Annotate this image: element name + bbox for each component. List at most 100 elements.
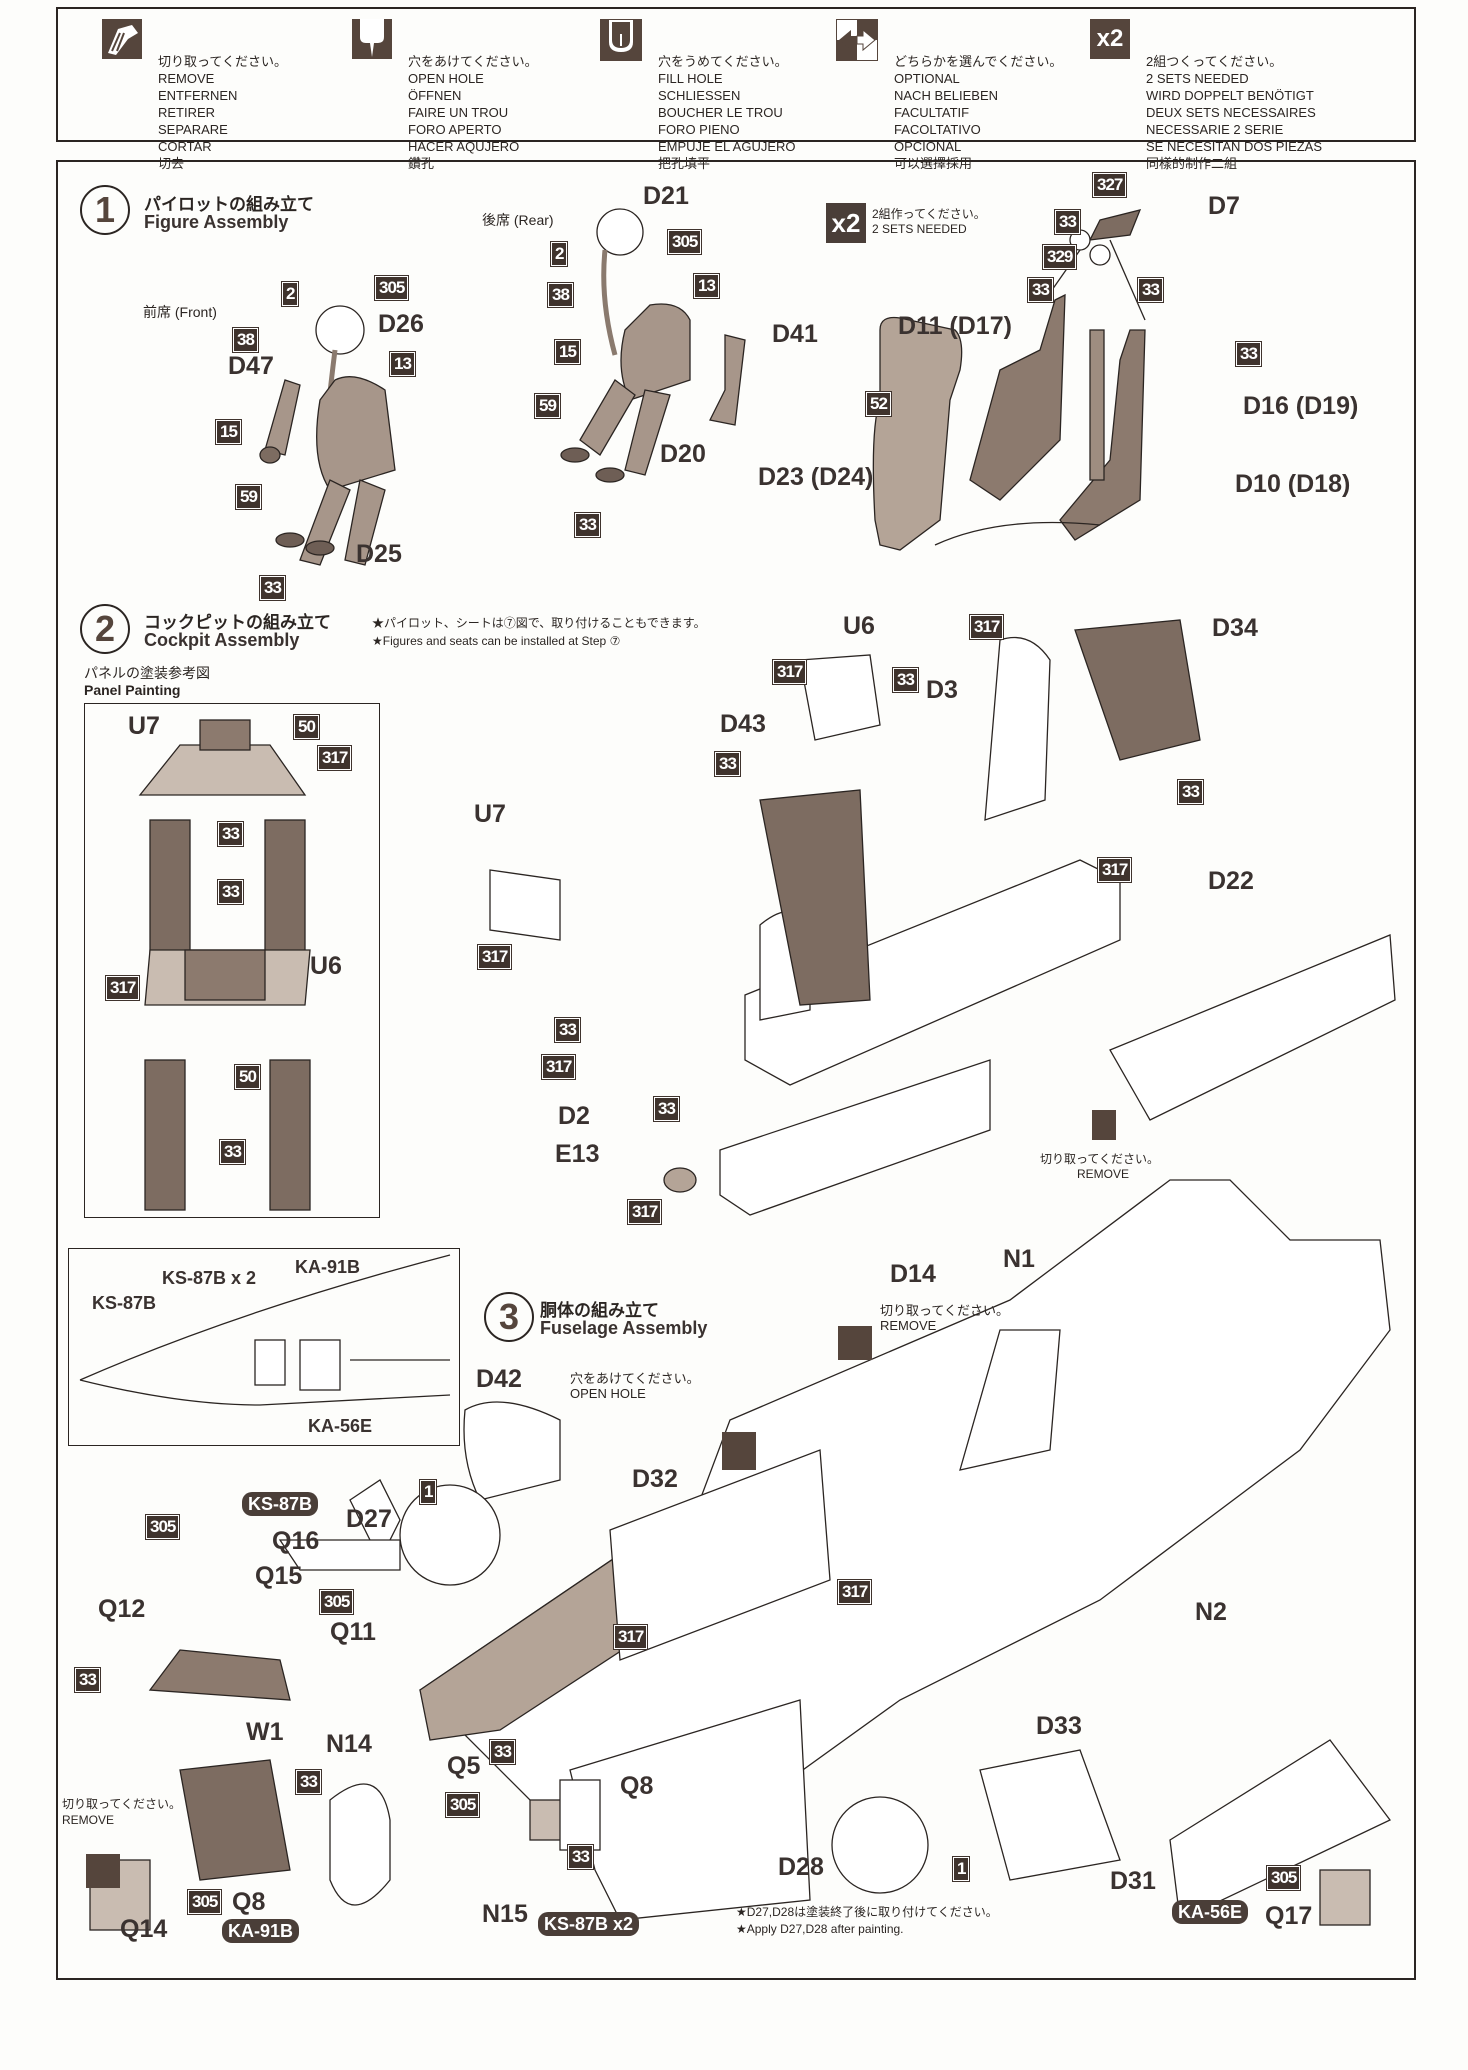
color-badge: 317 — [626, 1199, 663, 1225]
part-label: D33 — [1036, 1712, 1082, 1740]
camera-pill-ka91b: KA-91B — [222, 1919, 300, 1943]
part-label: D21 — [643, 182, 689, 210]
part-label: Q8 — [232, 1888, 266, 1916]
open-hole-icon — [352, 19, 392, 59]
open-hole-text-en: OPEN HOLE — [570, 1386, 646, 1401]
color-badge: 13 — [389, 351, 416, 377]
part-label: Q11 — [330, 1618, 376, 1646]
part-label: D20 — [660, 440, 706, 468]
step-3-number: 3 — [484, 1292, 534, 1342]
part-label: N14 — [326, 1730, 372, 1758]
color-badge: 33 — [259, 575, 286, 601]
color-badge: 59 — [534, 393, 561, 419]
camera-label: KS-87B — [92, 1293, 157, 1313]
color-badge: 50 — [234, 1064, 261, 1090]
color-badge: 2 — [549, 241, 569, 267]
part-label: Q16 — [272, 1527, 320, 1555]
color-badge: 317 — [836, 1579, 873, 1605]
color-badge: 33 — [74, 1667, 101, 1693]
color-badge: 33 — [554, 1017, 581, 1043]
color-badge: 33 — [574, 512, 601, 538]
camera-label: KS-87B x 2 — [162, 1268, 257, 1288]
panel-painting-title-en: Panel Painting — [84, 682, 181, 698]
step-2-title-en: Cockpit Assembly — [144, 630, 300, 650]
camera-pill-ka56e: KA-56E — [1172, 1900, 1249, 1924]
color-badge: 305 — [1265, 1865, 1302, 1891]
color-badge: 15 — [215, 419, 242, 445]
part-label: D32 — [632, 1465, 678, 1493]
front-seat-label: 前席 (Front) — [143, 304, 217, 320]
color-badge: 317 — [476, 944, 513, 970]
open-hole-text-jp: 穴をあけてください。 — [570, 1371, 700, 1386]
part-label: D22 — [1208, 867, 1254, 895]
color-badge: 2 — [280, 281, 300, 307]
x2-icon: x2 — [1090, 19, 1130, 59]
step-2-title-jp: コックピットの組み立て — [144, 613, 331, 632]
color-badge: 15 — [554, 339, 581, 365]
color-badge: 33 — [1137, 277, 1164, 303]
color-badge: 33 — [1177, 779, 1204, 805]
part-label: U7 — [128, 712, 160, 740]
part-label: D31 — [1110, 1867, 1156, 1895]
color-badge: 33 — [295, 1769, 322, 1795]
color-badge: 317 — [104, 975, 141, 1001]
part-label: D2 — [558, 1102, 590, 1130]
color-badge: 33 — [1027, 277, 1054, 303]
part-label: D41 — [772, 320, 818, 348]
color-badge: 50 — [293, 714, 320, 740]
part-label: W1 — [246, 1718, 284, 1746]
part-label: U6 — [310, 952, 342, 980]
part-label: U6 — [843, 612, 875, 640]
fuselage-drawing — [89, 1179, 1391, 1931]
part-label: U7 — [474, 800, 506, 828]
part-label: D34 — [1212, 614, 1258, 642]
color-badge: 305 — [373, 275, 410, 301]
color-badge: 33 — [1054, 209, 1081, 235]
color-badge: 327 — [1091, 172, 1128, 198]
remove-text-jp: 切り取ってください。 — [880, 1303, 1009, 1318]
color-badge: 305 — [318, 1589, 355, 1615]
part-label: Q12 — [98, 1595, 146, 1623]
part-label: D7 — [1208, 192, 1240, 220]
x2-text-jp: 2組作ってください。 — [872, 207, 986, 221]
part-label: D10 (D18) — [1235, 470, 1351, 498]
part-label: N2 — [1195, 1598, 1227, 1626]
remove-text-en: REMOVE — [62, 1813, 115, 1827]
remove-icon — [86, 1854, 120, 1888]
color-badge: 317 — [612, 1624, 649, 1650]
optional-arrows-icon — [836, 19, 878, 61]
color-badge: 317 — [540, 1054, 577, 1080]
panel-painting-inset — [84, 703, 380, 1218]
remove-icon — [838, 1326, 872, 1360]
part-label: D42 — [476, 1365, 522, 1393]
part-label: Q5 — [447, 1752, 481, 1780]
part-label: D28 — [778, 1853, 824, 1881]
color-badge: 305 — [666, 229, 703, 255]
fill-hole-icon — [600, 19, 642, 61]
step-3-title-en: Fuselage Assembly — [540, 1318, 708, 1338]
step-2-note-en: ★Figures and seats can be installed at S… — [372, 634, 621, 648]
part-label: D23 (D24) — [758, 463, 874, 491]
panel-painting-title-jp: パネルの塗装参考図 — [84, 665, 210, 681]
cockpit-tub-drawing — [489, 619, 1396, 1216]
remove-text-jp: 切り取ってください。 — [62, 1797, 182, 1811]
step-1-number: 1 — [80, 185, 130, 235]
part-label: D14 — [890, 1260, 936, 1288]
front-pilot-figure — [259, 305, 396, 566]
color-badge: 52 — [865, 391, 892, 417]
color-badge: 59 — [235, 484, 262, 510]
rear-pilot-figure — [560, 208, 746, 483]
color-badge: 13 — [693, 273, 720, 299]
step-1-title-jp: パイロットの組み立て — [144, 195, 314, 214]
instruction-frame — [56, 160, 1416, 1980]
remove-text-jp: 切り取ってください。 — [1040, 1152, 1160, 1166]
part-label: Q14 — [120, 1915, 168, 1943]
part-label: N1 — [1003, 1245, 1035, 1273]
color-badge: 305 — [444, 1792, 481, 1818]
rear-seat-label: 後席 (Rear) — [482, 212, 554, 228]
